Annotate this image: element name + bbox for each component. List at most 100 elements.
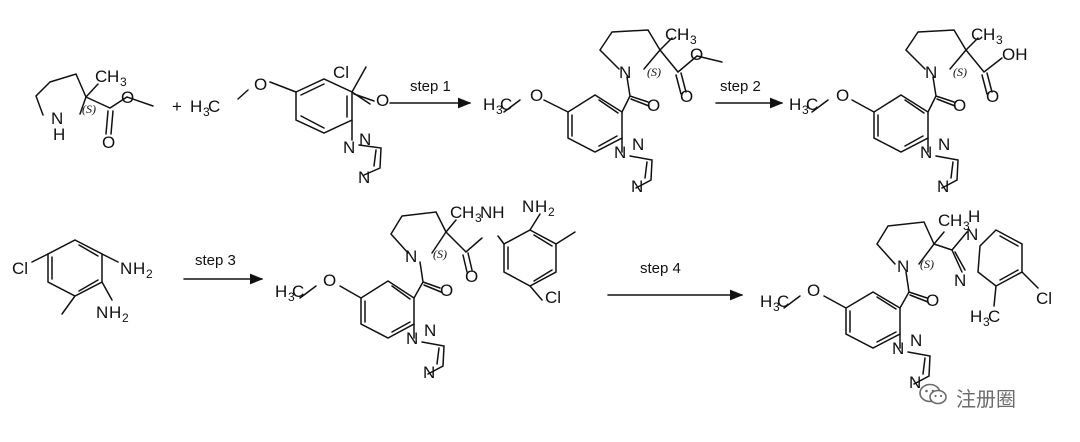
svg-text:N: N [925, 63, 937, 82]
compound-4-carboxylic-acid: N C H 3 OH O O O H 3 C N N N (S) [789, 25, 1028, 196]
svg-text:N: N [909, 373, 921, 392]
svg-text:O: O [926, 291, 939, 310]
svg-text:H: H [760, 292, 772, 311]
svg-text:H: H [133, 259, 145, 278]
svg-text:3: 3 [496, 103, 503, 117]
svg-text:N: N [522, 197, 534, 216]
svg-text:H: H [462, 203, 474, 222]
svg-text:O: O [440, 281, 453, 300]
svg-text:Cl: Cl [12, 259, 28, 278]
step-1-label: step 1 [410, 78, 451, 95]
plus-sign: + [172, 97, 182, 116]
svg-text:O: O [121, 88, 134, 107]
svg-text:H: H [789, 95, 801, 114]
svg-text:C: C [450, 203, 462, 222]
svg-text:3: 3 [203, 105, 210, 119]
svg-text:C: C [665, 25, 677, 44]
compound-3-amide-ester: N C H 3 O O O O H 3 C N N N (S) [483, 25, 723, 196]
svg-text:Cl: Cl [545, 288, 561, 307]
svg-text:N: N [937, 177, 949, 196]
svg-text:N: N [423, 363, 435, 382]
svg-text:N: N [954, 271, 966, 290]
svg-text:O: O [102, 133, 115, 152]
svg-text:3: 3 [288, 290, 295, 304]
svg-text:3: 3 [690, 33, 697, 47]
svg-text:C: C [988, 307, 1000, 326]
svg-text:O: O [465, 267, 478, 286]
svg-text:O: O [836, 86, 849, 105]
watermark-text: 注册圈 [956, 386, 1016, 411]
svg-text:O: O [807, 281, 820, 300]
svg-text:3: 3 [475, 211, 482, 225]
compound-2-acid-chloride: Cl O O H 3 C N N N [190, 63, 389, 187]
step-3-label: step 3 [195, 252, 236, 269]
svg-text:N: N [359, 130, 371, 149]
svg-text:NH: NH [480, 203, 505, 222]
svg-text:C: C [95, 67, 107, 86]
svg-text:3: 3 [983, 315, 990, 329]
compound-6-anilide: N C H 3 NH O O O H 3 C N H 2 Cl N N N (S… [275, 197, 576, 382]
svg-text:N: N [631, 177, 643, 196]
wechat-icon [918, 382, 948, 413]
svg-text:N: N [632, 135, 644, 154]
svg-text:3: 3 [802, 103, 809, 117]
svg-text:N: N [920, 143, 932, 162]
svg-text:N: N [424, 321, 436, 340]
svg-text:3: 3 [963, 219, 970, 233]
svg-text:(S): (S) [647, 65, 661, 79]
svg-text:Cl: Cl [333, 63, 349, 82]
svg-text:C: C [777, 292, 789, 311]
svg-text:N: N [358, 168, 370, 187]
svg-text:O: O [680, 87, 693, 106]
svg-text:H: H [190, 97, 202, 116]
svg-text:N: N [897, 257, 909, 276]
svg-text:H: H [677, 25, 689, 44]
svg-text:3: 3 [120, 75, 127, 89]
compound-7-benzimidazole-product: N C H 3 H N N O O H 3 C Cl H 3 C N N N (… [760, 207, 1052, 392]
svg-text:N: N [51, 109, 63, 128]
svg-text:H: H [483, 95, 495, 114]
svg-text:(S): (S) [82, 102, 96, 116]
svg-text:O: O [986, 87, 999, 106]
svg-text:N: N [892, 339, 904, 358]
svg-text:(S): (S) [953, 65, 967, 79]
compound-1-methyl-pyrrolidine-ester: N H C H 3 O O (S) [35, 67, 154, 152]
svg-text:H: H [983, 25, 995, 44]
svg-text:O: O [376, 91, 389, 110]
svg-text:H: H [53, 125, 65, 144]
svg-text:H: H [535, 197, 547, 216]
svg-text:2: 2 [146, 267, 153, 281]
svg-text:N: N [405, 247, 417, 266]
svg-text:OH: OH [1002, 45, 1028, 64]
svg-text:O: O [254, 75, 267, 94]
svg-text:N: N [966, 225, 978, 244]
svg-text:H: H [109, 303, 121, 322]
svg-text:N: N [614, 143, 626, 162]
step-2-label: step 2 [720, 78, 761, 95]
svg-text:C: C [938, 211, 950, 230]
svg-text:H: H [970, 307, 982, 326]
svg-text:H: H [275, 282, 287, 301]
svg-text:N: N [120, 259, 132, 278]
svg-text:H: H [968, 207, 980, 226]
svg-text:Cl: Cl [1036, 289, 1052, 308]
svg-text:N: N [96, 303, 108, 322]
svg-text:O: O [530, 86, 543, 105]
step-4-label: step 4 [640, 260, 681, 277]
svg-text:2: 2 [548, 205, 555, 219]
svg-text:N: N [406, 329, 418, 348]
svg-text:N: N [343, 138, 355, 157]
svg-text:2: 2 [122, 311, 129, 325]
svg-text:N: N [938, 135, 950, 154]
svg-text:H: H [107, 67, 119, 86]
svg-text:H: H [950, 211, 962, 230]
svg-text:N: N [619, 63, 631, 82]
svg-text:C: C [500, 95, 512, 114]
svg-text:O: O [647, 96, 660, 115]
svg-text:O: O [953, 96, 966, 115]
svg-text:(S): (S) [920, 257, 934, 271]
svg-text:C: C [208, 97, 220, 116]
watermark: 注册圈 [918, 382, 1068, 412]
svg-text:O: O [690, 45, 703, 64]
